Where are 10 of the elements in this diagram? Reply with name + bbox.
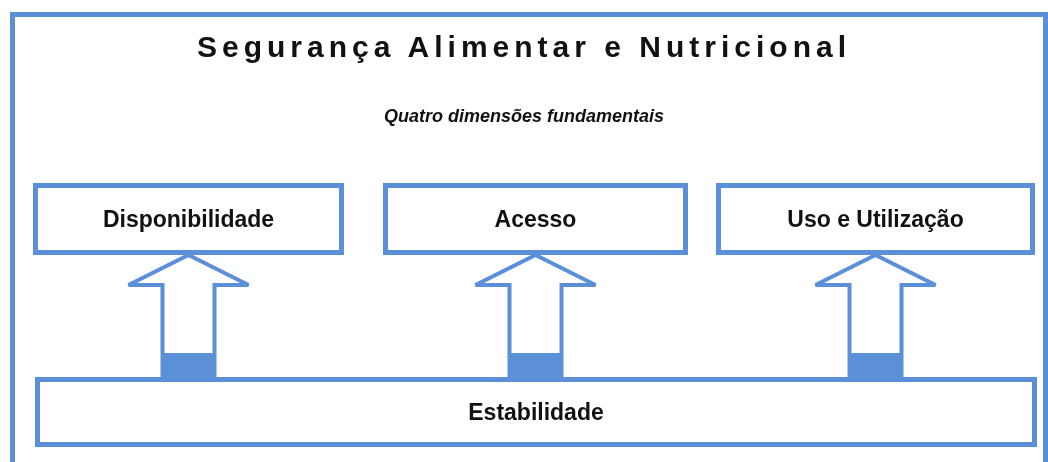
dimension-box [716, 183, 1035, 255]
dimension-box [383, 183, 688, 255]
subtitle: Quatro dimensões fundamentais [382, 106, 666, 127]
box-label: Disponibilidade [102, 205, 275, 233]
title: Segurança Alimentar e Nutricional [196, 30, 852, 64]
dimension-box [35, 377, 1037, 447]
box-label: Acesso [494, 205, 577, 233]
box-label: Estabilidade [468, 398, 604, 426]
dimension-box [33, 183, 344, 255]
box-label: Uso e Utilização [787, 205, 964, 233]
